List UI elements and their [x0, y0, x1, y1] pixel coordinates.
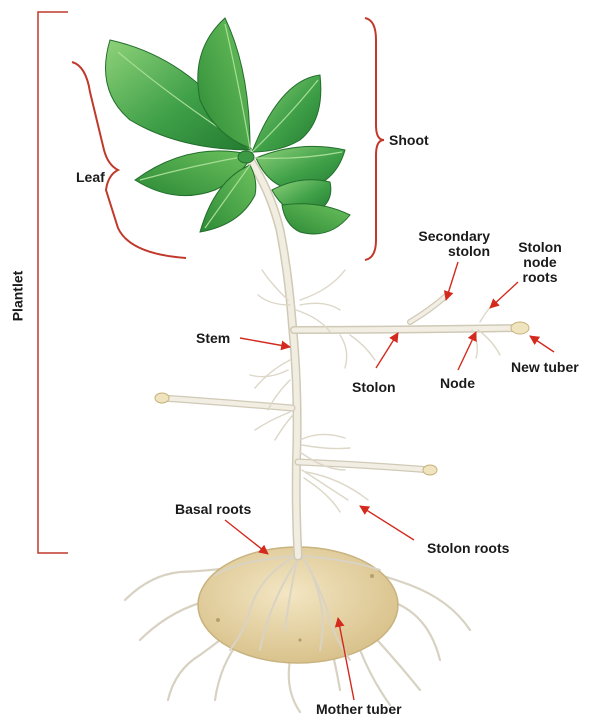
- node-arrow: [458, 332, 476, 370]
- mother-tuber-shape: [198, 547, 398, 663]
- basal-roots-arrow: [225, 520, 268, 554]
- plantlet-label: Plantlet: [9, 271, 25, 322]
- basal-roots-label: Basal roots: [175, 502, 251, 517]
- shoot-label: Shoot: [389, 133, 429, 148]
- new-tuber-label: New tuber: [511, 360, 579, 375]
- stem-label: Stem: [196, 331, 230, 346]
- stolon-roots-arrow: [360, 506, 414, 540]
- node-label: Node: [440, 376, 475, 391]
- stolon-roots-label: Stolon roots: [427, 541, 509, 556]
- secondary-stolon-label: Secondary stolon: [400, 229, 490, 259]
- shoot-bracket: [365, 18, 384, 260]
- mother-tuber-label: Mother tuber: [316, 702, 402, 716]
- stolon-label: Stolon: [352, 380, 396, 395]
- new-tuber-arrow: [530, 336, 554, 352]
- secondary-stolon-arrow: [446, 262, 458, 300]
- new-tuber-top: [511, 322, 529, 334]
- plantlet-bracket: [38, 12, 68, 553]
- stem-arrow: [240, 338, 290, 347]
- stolon-arrow: [376, 333, 398, 368]
- leaf-cluster: [106, 18, 351, 234]
- stolon-node-roots-label: Stolon node roots: [510, 240, 570, 285]
- stolon-node-roots-arrow: [490, 282, 518, 308]
- leaf-label: Leaf: [76, 170, 105, 185]
